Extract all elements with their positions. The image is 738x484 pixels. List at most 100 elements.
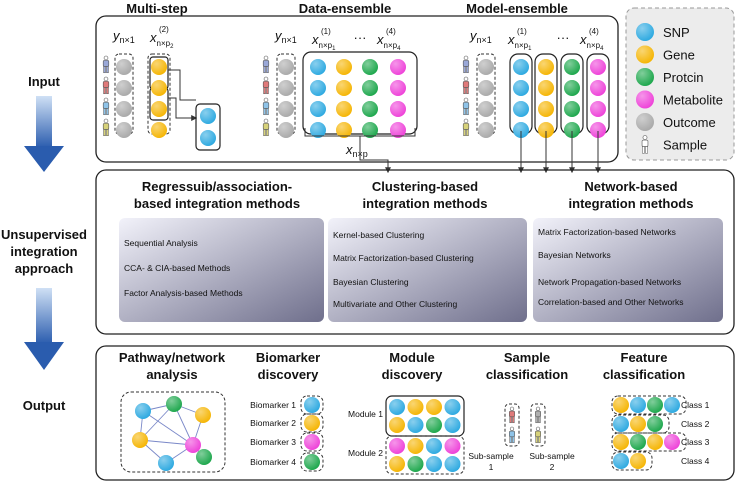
legend-label-gene: Gene	[663, 48, 695, 63]
snp-node	[304, 397, 320, 413]
methods-panel	[95, 169, 735, 335]
side-arrows	[24, 96, 64, 370]
metabolite-node	[590, 80, 606, 96]
output-panel	[95, 345, 735, 481]
snp-node	[310, 80, 326, 96]
regression-title-line1: Regressuib/association-	[142, 179, 292, 194]
gene-node	[538, 80, 554, 96]
svg-text:xn×p2: xn×p2	[149, 30, 174, 50]
legend-item-protein: Protcin	[636, 68, 703, 86]
snp-node	[513, 122, 529, 138]
biomarker-title-line2: discovery	[258, 367, 319, 382]
metabolite-node	[390, 101, 406, 117]
metabolite-node	[390, 80, 406, 96]
snp-node	[613, 453, 629, 469]
gene-node	[336, 122, 352, 138]
snp-node	[200, 108, 216, 124]
multi-step-title: Multi-step	[126, 1, 187, 16]
feature-class-list: Class 1 Class 2 Class 3 Class 4	[681, 400, 710, 466]
metabolite-node	[664, 434, 680, 450]
protein-node	[564, 122, 580, 138]
regression-item: Sequential Analysis	[124, 238, 198, 248]
svg-text:(1): (1)	[517, 27, 527, 36]
legend-item-gene: Gene	[636, 45, 695, 64]
gene-node	[389, 456, 405, 472]
metabolite-node	[636, 90, 654, 109]
input-to-method-arrow	[24, 96, 64, 172]
protein-node	[564, 80, 580, 96]
legend-label-metabolite: Metabolite	[663, 93, 723, 108]
sample-person-icon	[462, 118, 470, 137]
svg-text:xn×p4: xn×p4	[376, 32, 401, 52]
snp-node	[135, 403, 151, 419]
outcome-node	[116, 59, 132, 75]
multi-step-connector-1	[168, 69, 196, 101]
network-method-list: Matrix Factorization-based Networks Baye…	[538, 227, 684, 307]
svg-text:xn×p4: xn×p4	[579, 32, 604, 52]
svg-text:xn×p1: xn×p1	[311, 32, 336, 52]
legend-item-sample: Sample	[641, 135, 707, 154]
gene-node	[538, 122, 554, 138]
gene-node	[304, 415, 320, 431]
class-label: Class 1	[681, 400, 710, 410]
network-edge	[139, 439, 194, 446]
data-ensemble-xnp-label: xn×p	[345, 142, 368, 159]
svg-text:(2): (2)	[159, 25, 169, 34]
feature-title-line2: classification	[603, 367, 685, 382]
snp-node	[158, 455, 174, 471]
outcome-node	[278, 101, 294, 117]
sub-sample-2-line1: Sub-sample	[529, 451, 575, 461]
clustering-methods-box	[328, 218, 527, 322]
biomarker-label: Biomarker 1	[250, 400, 296, 410]
method-to-output-arrow	[24, 288, 64, 370]
data-ensemble-dots: ···	[354, 30, 367, 45]
sample-person-icon	[462, 76, 470, 95]
outcome-node	[116, 80, 132, 96]
gene-node	[630, 453, 646, 469]
network-item: Network Propagation-based Networks	[538, 277, 681, 287]
snp-node	[200, 130, 216, 146]
svg-text:(4): (4)	[589, 27, 599, 36]
sample-person-icon	[102, 97, 110, 116]
sample-person-icon	[102, 55, 110, 74]
legend-label-snp: SNP	[663, 25, 690, 40]
data-ensemble-outcome-box	[276, 53, 296, 135]
pathway-network-box	[120, 391, 226, 473]
snp-node	[310, 101, 326, 117]
clustering-item: Kernel-based Clustering	[333, 230, 424, 240]
snp-node	[513, 80, 529, 96]
metabolite-node	[590, 101, 606, 117]
outcome-node	[116, 122, 132, 138]
network-methods-box	[533, 218, 723, 322]
outcome-node	[278, 59, 294, 75]
snp-node	[426, 456, 442, 472]
module-label: Module 1	[348, 409, 383, 419]
svg-text:xn×p: xn×p	[345, 142, 368, 159]
gene-node	[630, 416, 646, 432]
outcome-node	[478, 101, 494, 117]
feature-class-box	[611, 432, 687, 452]
protein-node	[304, 454, 320, 470]
multi-step-outcome-box	[114, 53, 134, 135]
model-ensemble-dots: ···	[557, 30, 570, 45]
legend-item-snp: SNP	[636, 23, 690, 41]
protein-node	[362, 59, 378, 75]
protein-node	[426, 417, 442, 433]
model-ensemble-x1-label: xn×p1 (1)	[507, 27, 532, 52]
metabolite-node	[590, 122, 606, 138]
svg-text:yn×1: yn×1	[469, 28, 492, 45]
middle-label-line1: Unsupervised	[1, 227, 87, 242]
metabolite-node	[304, 434, 320, 450]
input-panel	[95, 15, 619, 163]
legend-label-outcome: Outcome	[663, 115, 716, 130]
pathway-title-line2: analysis	[146, 367, 197, 382]
middle-label-line2: integration	[10, 244, 77, 259]
metabolite-node	[390, 59, 406, 75]
protein-node	[564, 101, 580, 117]
gene-node	[151, 80, 167, 96]
svg-text:(1): (1)	[321, 27, 331, 36]
protein-node	[647, 397, 663, 413]
sample-person-icon	[262, 76, 270, 95]
